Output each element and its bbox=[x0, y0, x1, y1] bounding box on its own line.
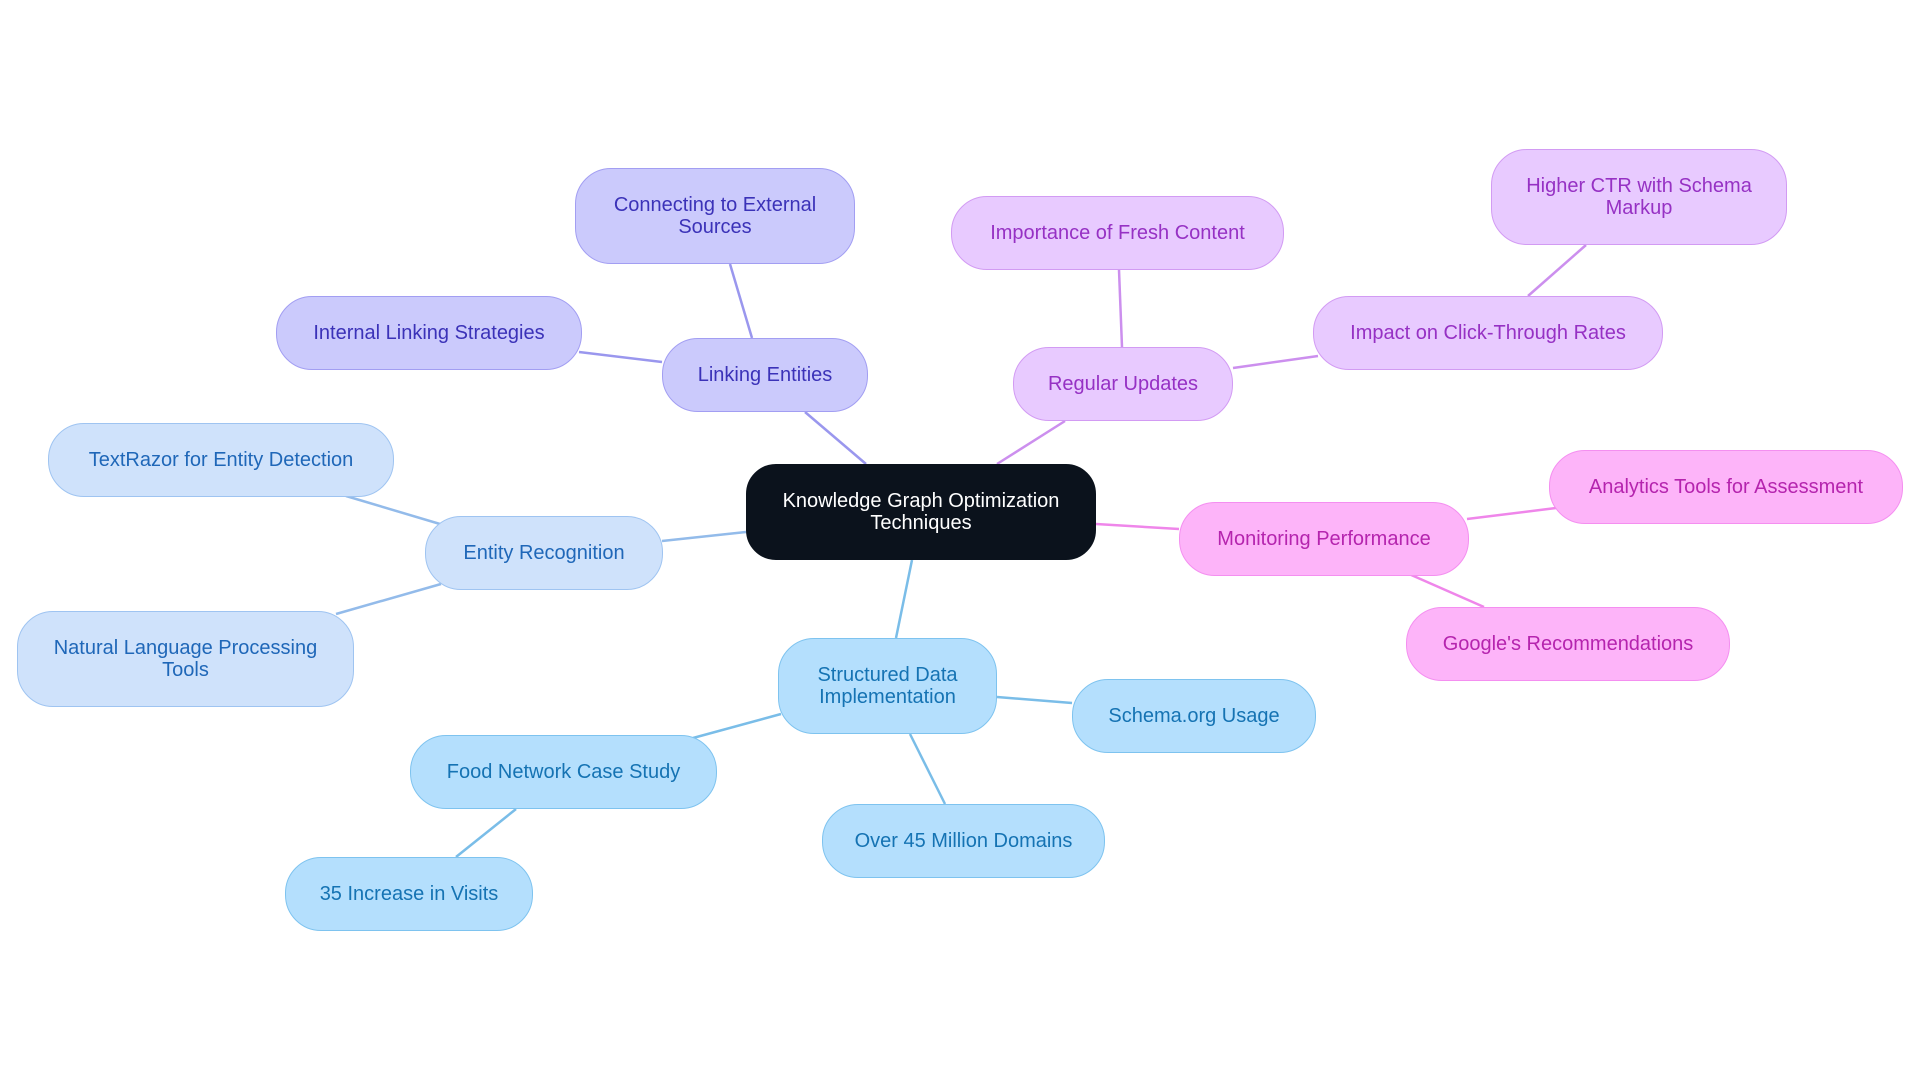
leaf-textrazor-entity-detection: TextRazor for Entity Detection bbox=[48, 423, 394, 497]
leaf-higher-ctr-schema-markup: Higher CTR with Schema Markup bbox=[1491, 149, 1787, 245]
edge-root-updates bbox=[996, 419, 1066, 466]
branch-linking-entities: Linking Entities bbox=[662, 338, 868, 412]
edge-updates-fresh bbox=[1117, 269, 1124, 348]
leaf-connecting-external-sources: Connecting to External Sources bbox=[575, 168, 855, 264]
branch-structured-data: Structured Data Implementation bbox=[778, 638, 997, 734]
leaf-food-network-case-study: Food Network Case Study bbox=[410, 735, 717, 809]
edge-ctr-schema bbox=[1527, 244, 1587, 297]
branch-monitoring-performance: Monitoring Performance bbox=[1179, 502, 1469, 576]
root-node: Knowledge Graph Optimization Techniques bbox=[746, 464, 1096, 560]
edge-entity-nlp bbox=[335, 582, 442, 616]
edge-root-linking bbox=[804, 411, 867, 465]
leaf-schema-org-usage: Schema.org Usage bbox=[1072, 679, 1316, 753]
branch-entity-recognition: Entity Recognition bbox=[425, 516, 663, 590]
leaf-googles-recommendations: Google's Recommendations bbox=[1406, 607, 1730, 681]
leaf-35-increase-visits: 35 Increase in Visits bbox=[285, 857, 533, 931]
branch-regular-updates: Regular Updates bbox=[1013, 347, 1233, 421]
edge-monitoring-google bbox=[1408, 572, 1485, 609]
leaf-analytics-tools-assessment: Analytics Tools for Assessment bbox=[1549, 450, 1903, 524]
edge-root-structured bbox=[894, 559, 914, 639]
leaf-impact-click-through-rates: Impact on Click-Through Rates bbox=[1313, 296, 1663, 370]
edge-linking-internal bbox=[578, 350, 663, 364]
edge-food-visits bbox=[455, 808, 517, 858]
leaf-nlp-tools: Natural Language Processing Tools bbox=[17, 611, 354, 707]
leaf-importance-fresh-content: Importance of Fresh Content bbox=[951, 196, 1284, 270]
edge-root-monitoring bbox=[1095, 522, 1180, 531]
edge-entity-textrazor bbox=[345, 494, 441, 526]
edge-structured-schema bbox=[996, 695, 1073, 705]
edge-structured-domains bbox=[908, 733, 947, 805]
leaf-internal-linking-strategies: Internal Linking Strategies bbox=[276, 296, 582, 370]
edge-structured-food bbox=[692, 712, 782, 740]
edge-monitoring-analytics bbox=[1466, 506, 1557, 521]
leaf-over-45-million-domains: Over 45 Million Domains bbox=[822, 804, 1105, 878]
edge-updates-ctr bbox=[1232, 354, 1319, 370]
edge-linking-external bbox=[728, 263, 754, 339]
edge-root-entity bbox=[661, 530, 747, 543]
